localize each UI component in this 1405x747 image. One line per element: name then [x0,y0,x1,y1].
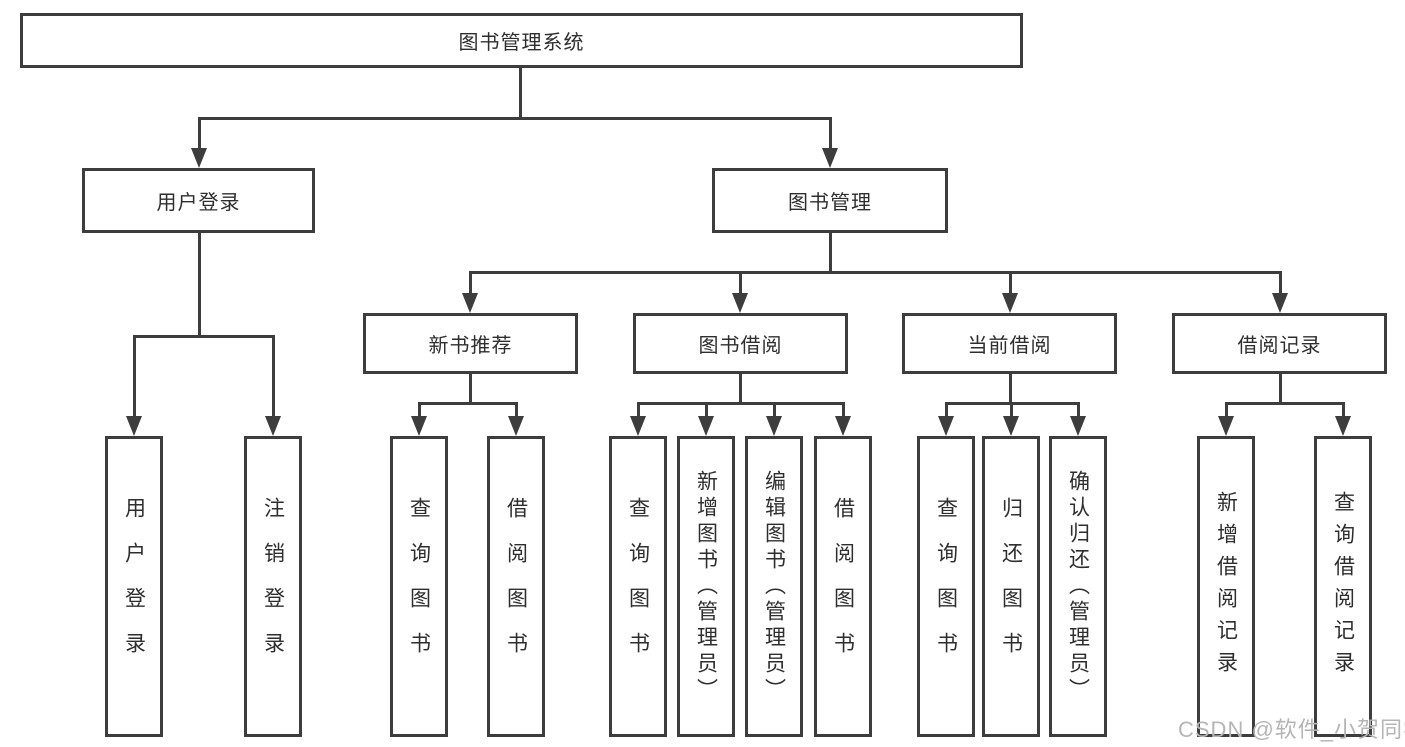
connector-vline [1225,402,1228,418]
arrow-down-icon [766,416,782,436]
connector-vline [945,402,948,418]
node-label: 用户登录 [156,192,241,214]
arrow-down-icon [1002,293,1018,313]
connector-vline [469,271,472,295]
connector-vline [198,233,201,337]
leaf-user-login: 用户登录 [105,436,163,737]
connector-vline [1279,374,1282,405]
connector-vline [1010,402,1013,418]
leaf-confirm-return-admin: 确认归还（管理员） [1049,436,1107,737]
arrow-down-icon [1070,416,1086,436]
node-label: 借阅记录 [1237,335,1322,357]
arrow-down-icon [1272,293,1288,313]
leaf-query-books-recommend: 查询图书 [390,436,448,737]
arrow-down-icon [822,148,838,168]
leaf-query-borrow-record: 查询借阅记录 [1314,436,1372,737]
node-library-system: 图书管理系统 [20,13,1023,68]
arrow-down-icon [508,416,524,436]
connector-hline [198,117,832,120]
node-book-borrow: 图书借阅 [633,313,848,374]
arrow-down-icon [265,416,281,436]
connector-vline [637,402,640,418]
arrow-down-icon [126,416,142,436]
node-label: 新书推荐 [428,335,513,357]
leaf-query-books-borrow: 查询图书 [609,436,667,737]
leaf-edit-book-admin: 编辑图书（管理员） [745,436,803,737]
node-borrow-records: 借阅记录 [1172,313,1387,374]
connector-vline [829,233,832,274]
node-label: 图书管理系统 [458,32,585,54]
arrow-down-icon [1003,416,1019,436]
arrow-down-icon [732,293,748,313]
arrow-down-icon [938,416,954,436]
node-user-login: 用户登录 [82,168,315,233]
leaf-borrow-books: 借阅图书 [814,436,872,737]
connector-hline [637,402,845,405]
connector-vline [773,402,776,418]
connector-vline [1009,271,1012,295]
leaf-query-books-current: 查询图书 [917,436,975,737]
arrow-down-icon [630,416,646,436]
csdn-watermark: CSDN @软件_小贺同学 [1178,717,1405,742]
connector-vline [739,374,742,405]
connector-vline [1009,374,1012,405]
node-label: 图书管理 [788,192,872,214]
connector-vline [272,335,275,418]
connector-vline [1342,402,1345,418]
arrow-down-icon [698,416,714,436]
connector-vline [133,335,136,418]
connector-vline [705,402,708,418]
arrow-down-icon [835,416,851,436]
connector-hline [469,271,1282,274]
connector-vline [515,402,518,418]
connector-hline [133,335,275,338]
connector-hline [418,402,518,405]
connector-vline [829,117,832,150]
arrow-down-icon [191,148,207,168]
node-current-borrow: 当前借阅 [902,313,1117,374]
connector-vline [1279,271,1282,295]
leaf-add-borrow-record: 新增借阅记录 [1197,436,1255,737]
connector-vline [842,402,845,418]
leaf-borrow-books-recommend: 借阅图书 [487,436,545,737]
leaf-return-books: 归还图书 [982,436,1040,737]
arrow-down-icon [411,416,427,436]
connector-vline [1077,402,1080,418]
node-book-management: 图书管理 [712,168,948,233]
arrow-down-icon [462,293,478,313]
leaf-add-book-admin: 新增图书（管理员） [677,436,735,737]
connector-vline [469,374,472,405]
connector-vline [418,402,421,418]
connector-vline [739,271,742,295]
leaf-logout: 注销登录 [244,436,302,737]
arrow-down-icon [1218,416,1234,436]
node-label: 图书借阅 [698,335,783,357]
node-label: 当前借阅 [967,335,1052,357]
connector-vline [519,68,522,120]
arrow-down-icon [1335,416,1351,436]
connector-hline [1225,402,1345,405]
connector-vline [198,117,201,150]
node-new-book-recommend: 新书推荐 [363,313,578,374]
